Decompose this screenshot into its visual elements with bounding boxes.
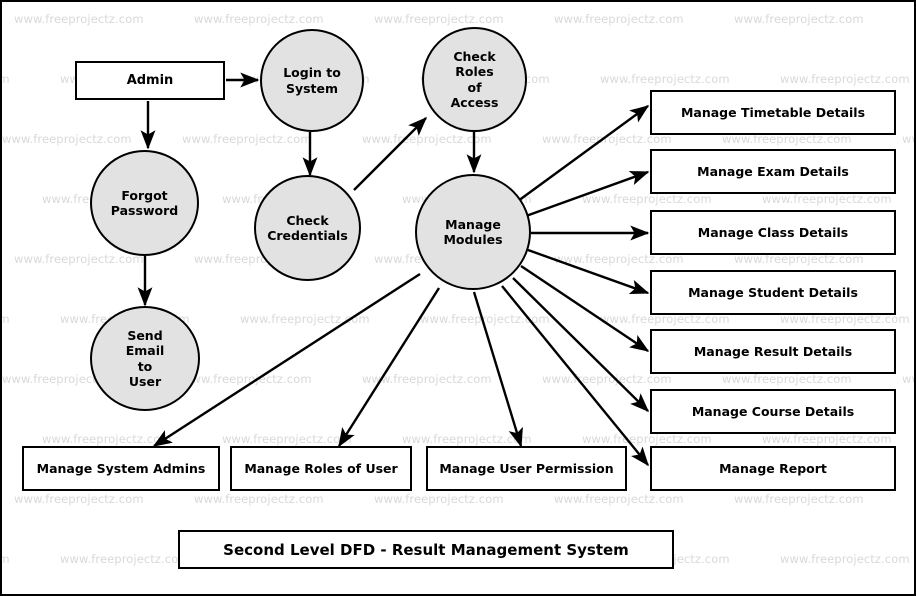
data-store-manage-user-permission-label: Manage User Permission (439, 461, 614, 476)
data-store-manage-result-details[interactable]: Manage Result Details (650, 329, 896, 374)
process-check-roles-of-access-label: Check Roles of Access (450, 49, 499, 110)
data-store-manage-roles-of-user-label: Manage Roles of User (244, 461, 398, 476)
data-store-manage-timetable-details[interactable]: Manage Timetable Details (650, 90, 896, 135)
process-forgot-password[interactable]: Forgot Password (90, 150, 199, 256)
process-manage-modules[interactable]: Manage Modules (415, 174, 531, 290)
process-check-credentials-label: Check Credentials (267, 212, 348, 243)
process-send-email-to-user-label: Send Email to User (125, 328, 165, 389)
data-store-manage-course-details[interactable]: Manage Course Details (650, 389, 896, 434)
data-store-manage-class-details-label: Manage Class Details (697, 225, 849, 240)
process-login-to-system-label: Login to System (283, 65, 341, 96)
external-entity-admin-label: Admin (126, 73, 174, 88)
process-forgot-password-label: Forgot Password (110, 187, 179, 218)
diagram-title-label: Second Level DFD - Result Management Sys… (223, 540, 629, 559)
data-store-manage-exam-details-label: Manage Exam Details (697, 164, 849, 179)
data-store-manage-student-details-label: Manage Student Details (688, 285, 858, 300)
process-login-to-system[interactable]: Login to System (260, 29, 364, 132)
data-store-manage-report[interactable]: Manage Report (650, 446, 896, 491)
external-entity-admin[interactable]: Admin (75, 61, 225, 100)
process-check-credentials[interactable]: Check Credentials (254, 175, 361, 281)
data-store-manage-system-admins-label: Manage System Admins (36, 461, 206, 476)
process-manage-modules-label: Manage Modules (443, 216, 503, 247)
data-store-manage-student-details[interactable]: Manage Student Details (650, 270, 896, 315)
data-store-manage-result-details-label: Manage Result Details (693, 344, 853, 359)
data-store-manage-course-details-label: Manage Course Details (691, 404, 855, 419)
data-store-manage-exam-details[interactable]: Manage Exam Details (650, 149, 896, 194)
data-store-manage-roles-of-user[interactable]: Manage Roles of User (230, 446, 412, 491)
process-send-email-to-user[interactable]: Send Email to User (90, 306, 200, 411)
data-store-manage-system-admins[interactable]: Manage System Admins (22, 446, 220, 491)
data-store-manage-report-label: Manage Report (719, 461, 827, 476)
data-store-manage-user-permission[interactable]: Manage User Permission (426, 446, 627, 491)
diagram-title-box: Second Level DFD - Result Management Sys… (178, 530, 674, 569)
process-check-roles-of-access[interactable]: Check Roles of Access (422, 27, 527, 132)
data-store-manage-class-details[interactable]: Manage Class Details (650, 210, 896, 255)
data-store-manage-timetable-details-label: Manage Timetable Details (680, 105, 866, 120)
